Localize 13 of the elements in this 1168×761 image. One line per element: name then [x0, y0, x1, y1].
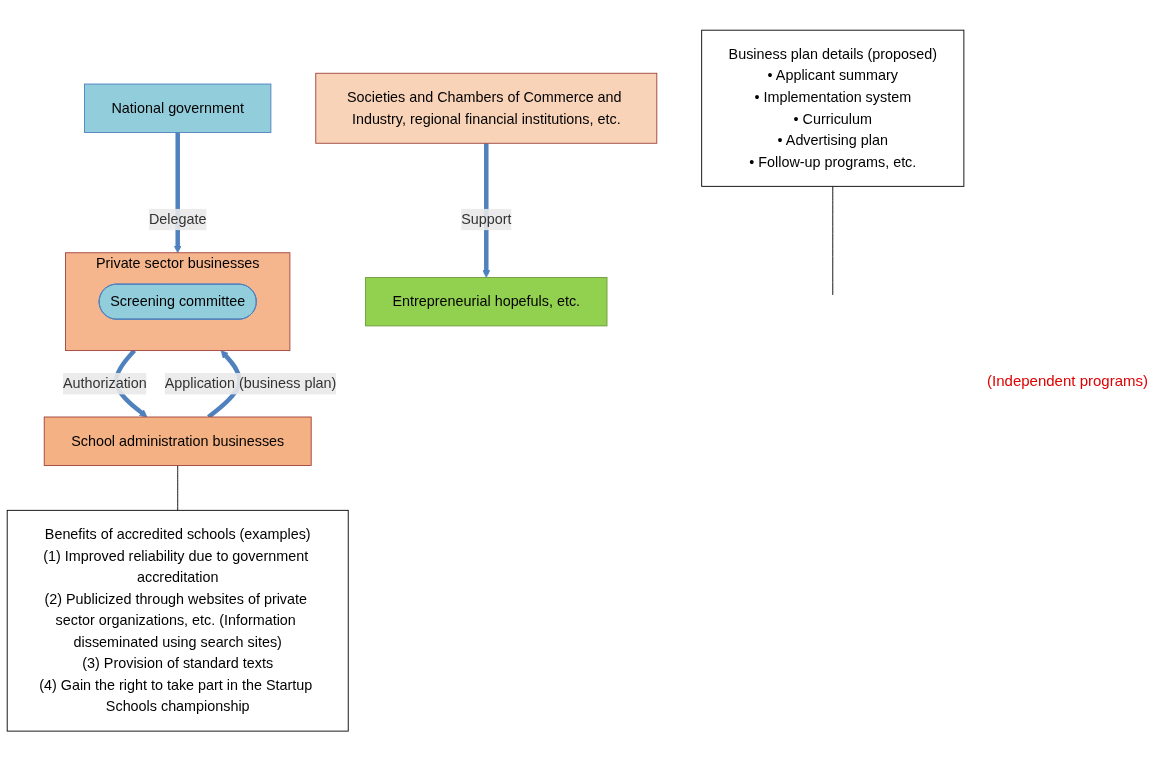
- connector: [832, 185, 834, 296]
- node-box: Business plan details (proposed) • Applicant summary • Implementation system • Curriculum • Advertising plan • Follow-up programs, etc.: [701, 29, 965, 187]
- node-box: Entrepreneurial hopefuls, etc.: [365, 276, 608, 327]
- node-box: Benefits of accredited schools (examples) (1) Improved reliability due to government accreditation (2) Publicized through websites of private sector organizations, etc. (Information disseminated using search sites) (3) Provision of standard texts (4) Gain the right to take part in the Startup Schools championship: [6, 509, 349, 732]
- node-box: School administration businesses: [43, 416, 312, 466]
- edge-label: Authorization: [62, 375, 147, 391]
- edge-label: Support: [461, 211, 512, 227]
- connector: [177, 464, 179, 511]
- note-text: (Independent programs): [987, 372, 1148, 389]
- node-box: Societies and Chambers of Commerce and Industry, regional financial institutions, etc.: [315, 72, 658, 144]
- node-box: National government: [84, 83, 272, 133]
- edge-label: Delegate: [148, 211, 207, 227]
- edge-label: Application (business plan): [164, 375, 337, 391]
